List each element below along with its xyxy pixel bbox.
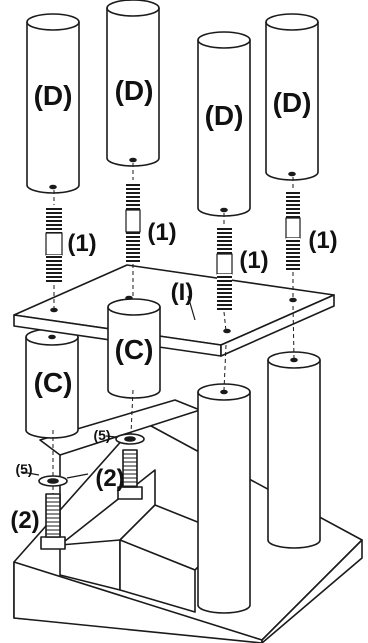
label-1-c: (1) <box>239 247 268 274</box>
base-platform <box>13 399 363 643</box>
spring-1-b <box>125 182 141 262</box>
spring-1-a <box>45 207 63 283</box>
washer-5-right <box>115 433 145 445</box>
tall-column-back <box>267 351 321 549</box>
column-d-4 <box>265 13 319 181</box>
label-1-b: (1) <box>147 219 176 246</box>
spring-1-c <box>216 228 233 310</box>
assembly-axes <box>52 163 295 494</box>
screw-2-right <box>117 449 143 500</box>
label-1-d: (1) <box>308 227 337 254</box>
label-1-a: (1) <box>67 230 96 257</box>
label-d-1: (D) <box>34 80 73 111</box>
screw-2-left <box>40 493 66 550</box>
label-d-2: (D) <box>115 75 154 106</box>
label-2-right: (2) <box>95 465 124 492</box>
label-d-4: (D) <box>273 87 312 118</box>
label-d-3: (D) <box>205 100 244 131</box>
label-5-right: (5) <box>93 427 110 443</box>
label-c-left: (C) <box>34 367 73 398</box>
washer-5-left <box>38 475 68 487</box>
spring-1-d <box>285 190 301 270</box>
column-c-right <box>107 298 161 399</box>
label-c-right: (C) <box>115 334 154 365</box>
column-d-1 <box>26 13 80 194</box>
label-i: (I) <box>171 279 194 306</box>
column-c-left <box>25 328 79 439</box>
tall-column-front <box>197 383 251 614</box>
column-d-2 <box>106 0 160 167</box>
column-d-3 <box>197 31 251 217</box>
labels: (D) (D) (D) (D) (1) (1) (1) (1) (I) (C) … <box>10 75 337 534</box>
label-2-left: (2) <box>10 507 39 534</box>
label-5-left: (5) <box>15 461 32 477</box>
leader-lines <box>21 295 196 479</box>
